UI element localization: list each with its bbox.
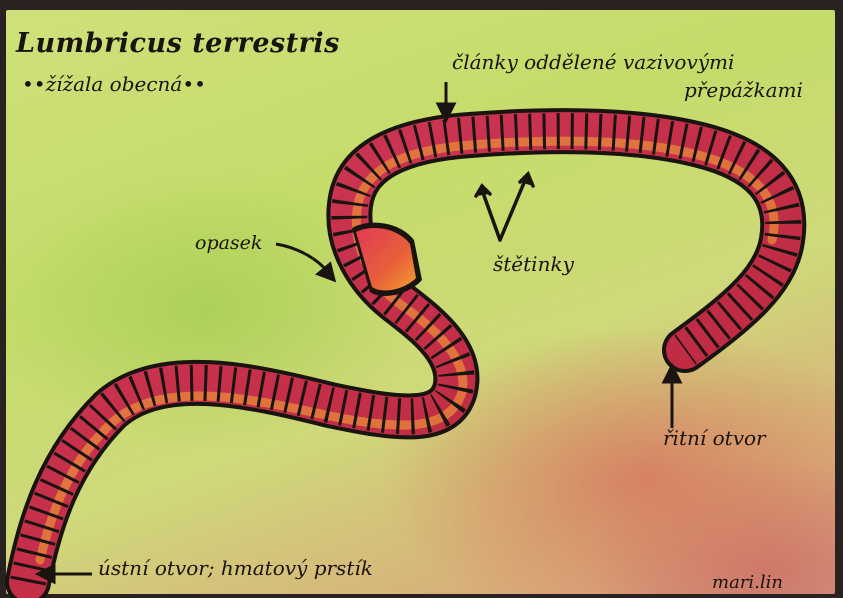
label-anus: řitní otvor: [663, 426, 766, 450]
diagram-title: Lumbricus terrestris: [16, 28, 340, 59]
arrow-girdle: [276, 244, 334, 280]
arrow-mouth: [38, 566, 92, 582]
artist-signature: mari.lin: [712, 572, 783, 593]
arrow-anus: [664, 366, 680, 428]
label-setae: štětinky: [493, 252, 574, 276]
label-girdle: opasek: [195, 232, 262, 254]
worm-body: [28, 131, 783, 582]
arrow-setae: [476, 174, 533, 240]
label-segments-line2: přepážkami: [684, 78, 803, 102]
label-segments-line1: články oddělené vazivovými: [452, 50, 734, 74]
diagram-subtitle: ••žížala obecná••: [22, 72, 206, 96]
label-mouth: ústní otvor; hmatový prstík: [98, 556, 373, 580]
